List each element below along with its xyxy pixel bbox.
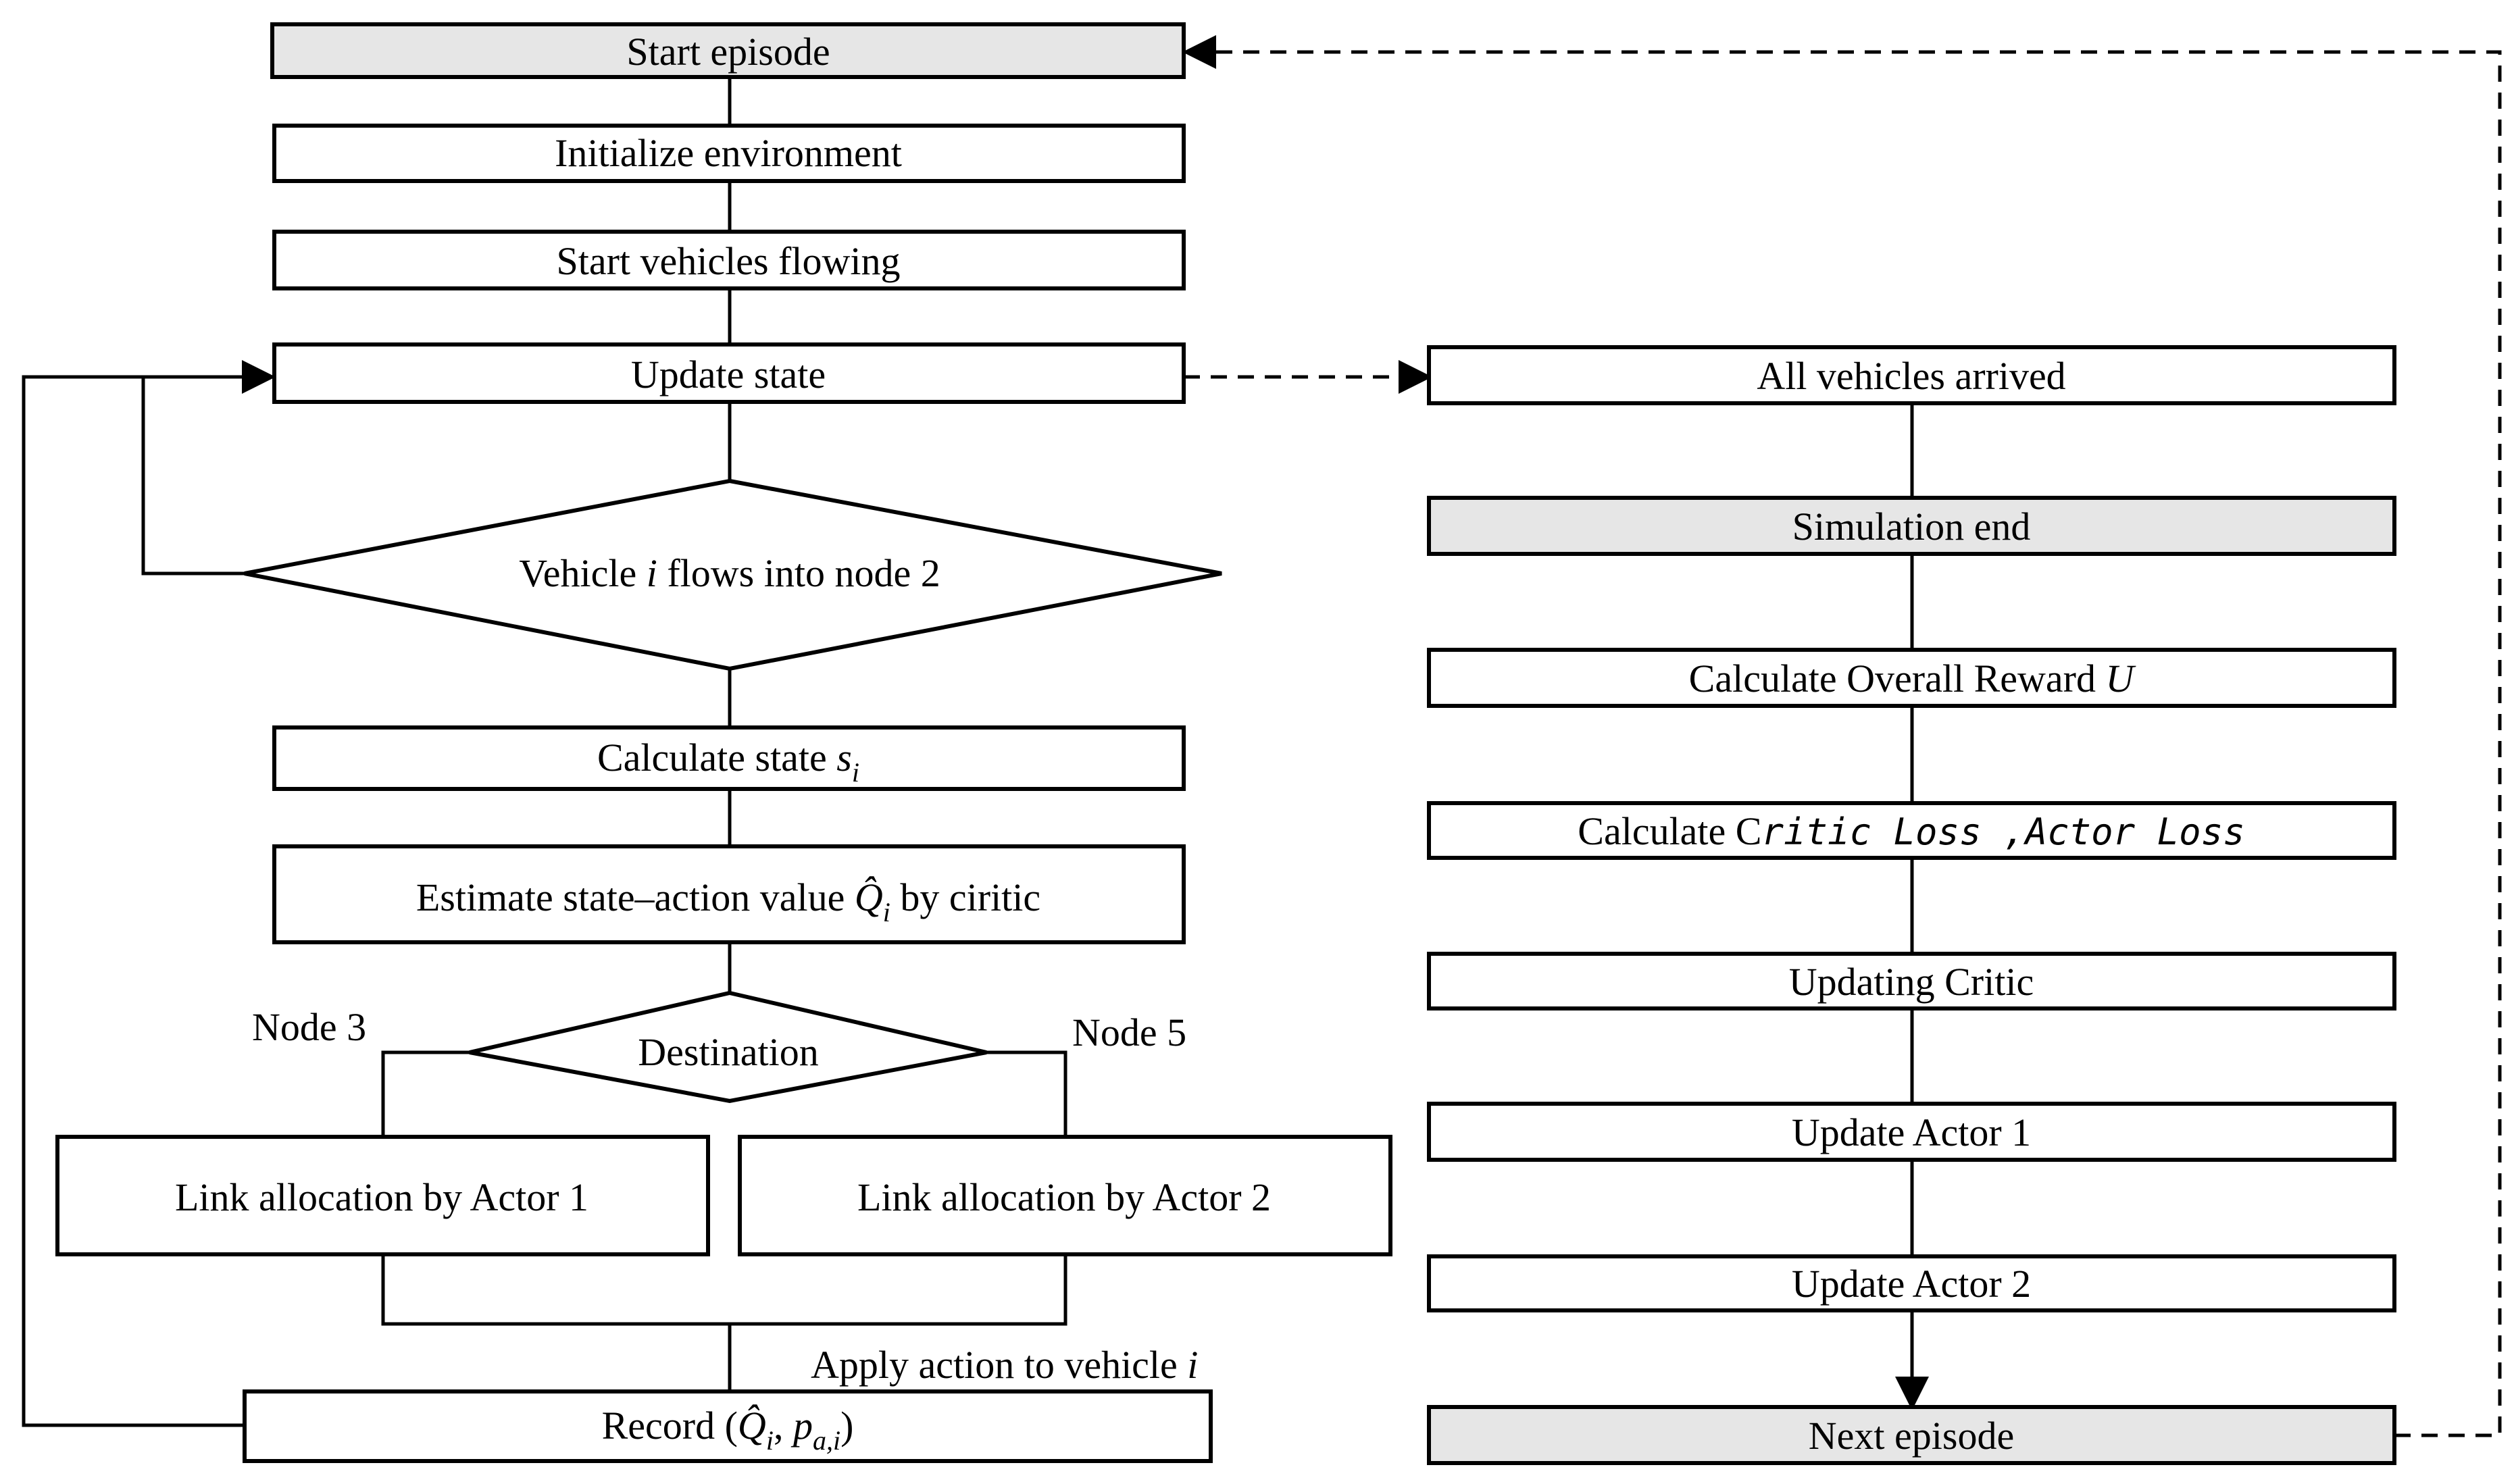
dashed-connectors (1182, 35, 2502, 1437)
record-box (243, 1389, 1213, 1463)
node5-label: Node 5 (1072, 1010, 1186, 1054)
apply-action-label: Apply action to vehicle i (811, 1343, 1198, 1387)
all-vehicles-arrived-box (1427, 345, 2396, 405)
vehicle-decision-text: Vehicle i flows into node 2 (519, 551, 940, 595)
estimate-value-text: Estimate state–action value Q̂i by cirit… (416, 875, 1040, 927)
update-actor2-box (1427, 1254, 2396, 1312)
vehicle-decision-diamond (244, 478, 1222, 671)
actor1-allocation-box (55, 1135, 710, 1256)
next-episode-text: Next episode (1809, 1414, 2014, 1458)
record-text: Record (Q̂i, pa,i) (602, 1404, 854, 1456)
calculate-state-box (272, 725, 1186, 791)
destination-diamond (469, 990, 987, 1104)
update-actor1-text: Update Actor 1 (1792, 1110, 2031, 1154)
update-actor2-text: Update Actor 2 (1792, 1262, 2031, 1306)
update-state-box (272, 342, 1186, 404)
updating-critic-box (1427, 952, 2396, 1010)
estimate-value-box (272, 844, 1186, 944)
calculate-loss-text: Calculate Critic Loss ,Actor Loss (1578, 809, 2244, 853)
update-state-text: Update state (631, 353, 826, 396)
simulation-end-text: Simulation end (1792, 505, 2031, 548)
start-episode-text: Start episode (626, 30, 830, 74)
start-episode-box (270, 22, 1186, 79)
start-vehicles-text: Start vehicles flowing (556, 239, 900, 283)
calculate-loss-box (1427, 801, 2396, 860)
actor2-allocation-box (738, 1135, 1392, 1256)
actor2-allocation-text: Link allocation by Actor 2 (857, 1175, 1271, 1219)
calculate-state-text: Calculate state si (597, 736, 859, 788)
initialize-environment-box (272, 124, 1186, 183)
simulation-end-box (1427, 496, 2396, 556)
left-connectors (22, 76, 1067, 1427)
initialize-environment-text: Initialize environment (555, 131, 902, 175)
updating-critic-text: Updating Critic (1789, 960, 2034, 1004)
calculate-reward-text: Calculate Overall Reward U (1689, 657, 2137, 700)
all-vehicles-arrived-text: All vehicles arrived (1757, 354, 2065, 398)
destination-text: Destination (638, 1030, 818, 1074)
node3-label: Node 3 (252, 1005, 366, 1049)
start-vehicles-box (272, 230, 1186, 290)
next-episode-box (1427, 1405, 2396, 1465)
calculate-reward-box (1427, 648, 2396, 708)
update-actor1-box (1427, 1102, 2396, 1162)
actor1-allocation-text: Link allocation by Actor 1 (175, 1175, 588, 1219)
